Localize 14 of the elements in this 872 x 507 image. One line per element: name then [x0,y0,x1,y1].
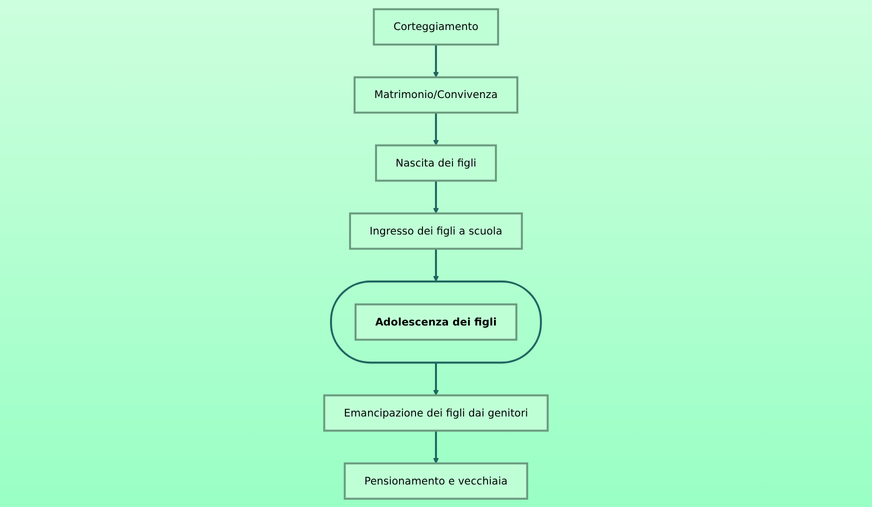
node-box: Adolescenza dei figli [354,302,518,340]
arrow [433,248,439,282]
node-box: Pensionamento e vecchiaia [344,462,528,500]
node-box: Matrimonio/Convivenza [354,76,518,114]
arrow [433,180,439,214]
arrow [433,44,439,78]
node-box: Nascita dei figli [375,144,497,182]
arrow [433,430,439,464]
node-box: Corteggiamento [372,8,500,46]
arrow [433,112,439,146]
cluster [330,280,542,364]
node-box: Emancipazione dei figli dai genitori [323,394,549,432]
arrow [433,362,439,396]
node-box: Ingresso dei figli a scuola [349,212,523,250]
